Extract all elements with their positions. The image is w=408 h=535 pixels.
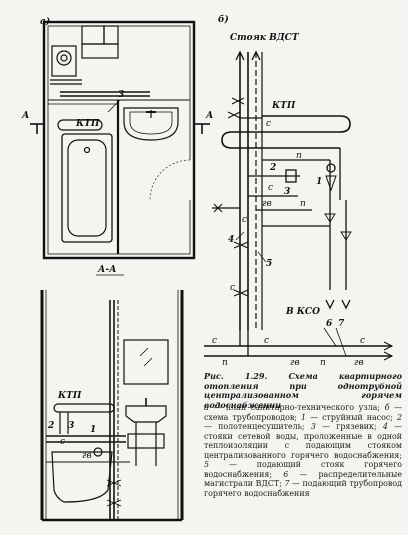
- legend-text-3: — грязевик;: [315, 422, 383, 431]
- legend-key-6: 6: [283, 469, 289, 479]
- scheme-ktp-label: КТП: [271, 101, 296, 111]
- scheme-gv-1: гв: [262, 199, 272, 209]
- legend-text-b: — схема трубопроводов;: [204, 403, 402, 422]
- legend-key-b: б: [384, 403, 390, 412]
- main-c-1: с: [212, 336, 217, 346]
- legend-text-6: — распределительные магистрали ВДСТ;: [204, 469, 402, 489]
- section-number-3: 3: [68, 421, 74, 431]
- main-n-1: п: [222, 358, 228, 368]
- main-n-2: п: [320, 358, 326, 368]
- scheme-number-7: 7: [338, 319, 345, 329]
- scheme-number-2: 2: [269, 163, 276, 173]
- scheme-c-3: с: [242, 215, 247, 225]
- scheme-c-2: с: [268, 183, 273, 193]
- legend-key-4: 4: [382, 422, 388, 431]
- main-gv-1: гв: [290, 358, 300, 368]
- section-label: А-А: [97, 265, 116, 275]
- figure-caption: Рис. 1.29. Схема квартирного отопления п…: [204, 371, 402, 410]
- main-gv-2: гв: [354, 358, 364, 368]
- main-c-2: с: [264, 336, 269, 346]
- legend-text-a: — план санитарно-технического узла;: [208, 403, 385, 412]
- panel-a-label: а): [40, 16, 50, 27]
- plan-view: [30, 20, 210, 260]
- scheme-n-2: п: [300, 199, 306, 209]
- section-view: [40, 290, 184, 522]
- legend-text-2: — полотенцесушитель;: [204, 422, 311, 431]
- scheme-c-4: с: [230, 283, 235, 293]
- legend-text-4: — стояки сетевой воды, проложенные в одн…: [204, 422, 402, 460]
- section-label-c: с: [60, 437, 65, 447]
- section-label-gv: гв: [82, 451, 92, 461]
- legend-text-5: — подающий стояк горячего водоснабжения;: [204, 460, 402, 479]
- scheme-n-1: п: [296, 151, 302, 161]
- plan-number-3: 3: [118, 90, 124, 100]
- section-ktp-label: КТП: [57, 391, 82, 401]
- scheme-number-1: 1: [316, 177, 322, 187]
- scheme-number-3: 3: [284, 187, 290, 197]
- section-number-1: 1: [90, 425, 96, 435]
- figure-legend: а — план санитарно-технического узла; б …: [204, 403, 402, 498]
- legend-key-5: 5: [204, 460, 210, 469]
- legend-key-a: а: [204, 403, 209, 412]
- main-c-3: с: [360, 336, 365, 346]
- panel-b-label: б): [218, 14, 229, 25]
- plan-ktp-label: КТП: [75, 119, 100, 129]
- legend-key-3: 3: [310, 422, 316, 431]
- legend-key-7: 7: [284, 479, 290, 488]
- scheme-number-4: 4: [228, 235, 234, 245]
- section-number-2: 2: [47, 421, 54, 431]
- cut-mark-right: А: [205, 111, 213, 121]
- piping-scheme: [204, 50, 394, 361]
- scheme-number-5: 5: [266, 259, 272, 269]
- scheme-number-6: 6: [326, 319, 333, 329]
- legend-text-1: — струйный насос;: [306, 412, 397, 422]
- scheme-c-1: с: [266, 119, 271, 129]
- legend-text-7: — подающий трубопровод горячего водоснаб…: [204, 479, 402, 498]
- cut-mark-left: А: [21, 111, 29, 121]
- legend-key-2: 2: [396, 412, 403, 422]
- riser-label: Стояк ВДСТ: [230, 33, 300, 43]
- legend-key-1: 1: [301, 412, 307, 422]
- to-kso-label: В КСО: [285, 307, 320, 317]
